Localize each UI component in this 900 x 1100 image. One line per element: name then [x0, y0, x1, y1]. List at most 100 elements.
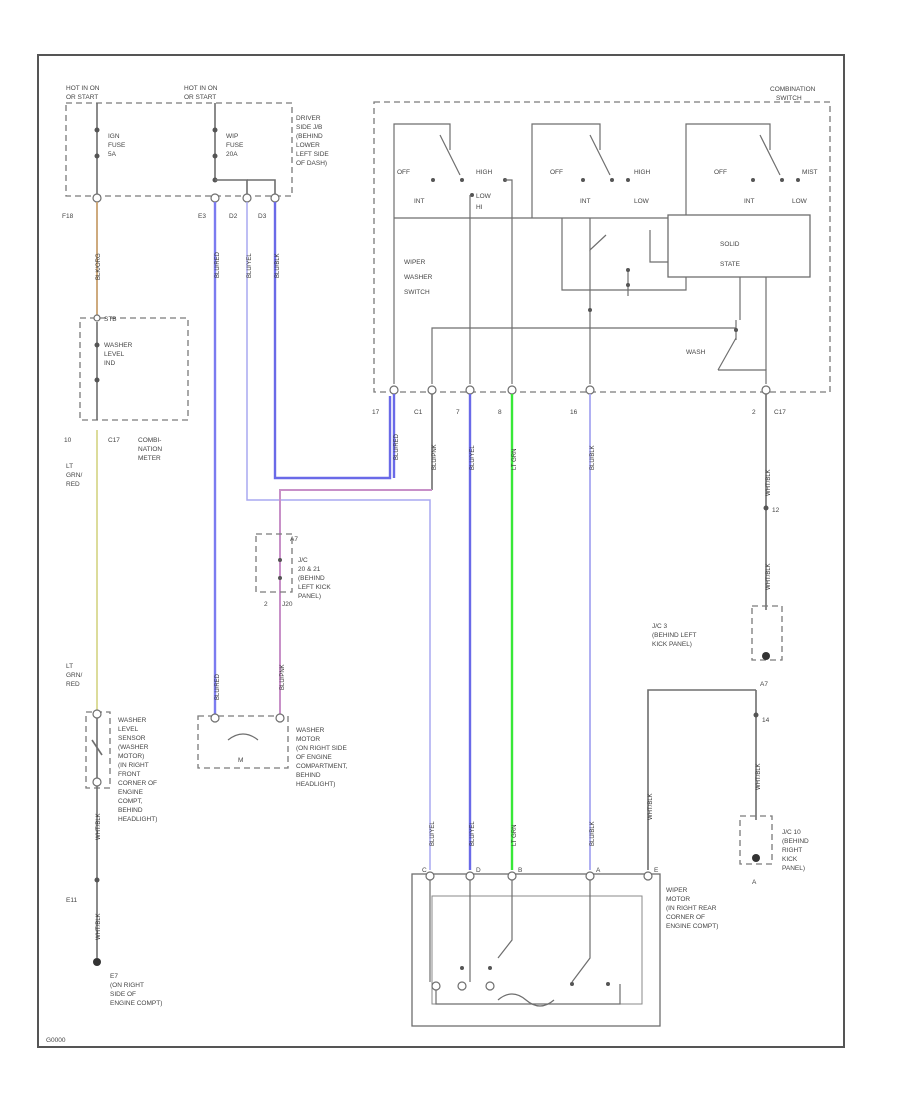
combination-switch-title-0: COMBINATION — [770, 86, 816, 93]
diagram-frame — [37, 54, 845, 1048]
washer-return — [718, 369, 767, 384]
c17-wire-label: WHT/BLK — [766, 469, 772, 496]
relay-dot-3 — [626, 283, 630, 287]
pin-e3-label: E3 — [198, 213, 206, 220]
pin16-wire-label: BLU/BLK — [590, 445, 596, 470]
hot-label-1a: HOT IN ON — [66, 85, 100, 92]
jc10-pin-a7: A7 — [760, 681, 768, 688]
washer-motor-label-2: (ON RIGHT SIDE — [296, 745, 347, 752]
sw1-off-dot — [431, 178, 435, 182]
wiper-term-1 — [431, 981, 441, 991]
pin-e3 — [210, 193, 220, 203]
sw3-low: LOW — [792, 198, 808, 205]
meter-label-2: IND — [104, 360, 116, 367]
jc-name-1: 20 & 21 — [298, 566, 321, 573]
wire-label2-1: GRN/ — [66, 672, 82, 679]
wire-label2-2: RED — [66, 681, 80, 688]
level-sensor-label-5: (IN RIGHT — [118, 762, 149, 769]
combination-switch-title-1: SWITCH — [776, 95, 802, 102]
sw1-int-dot — [460, 178, 464, 182]
meter-pin-label: STB — [104, 316, 117, 323]
level-sensor-label-4: MOTOR) — [118, 753, 144, 760]
junction-connector-10: A7 WHT/BLK 14 WHT/BLK J/C 10 (BEHIND RIG… — [647, 681, 809, 886]
d2-wire-label-lower: BLU/YEL — [430, 821, 436, 846]
jc3-name-0: J/C 3 — [652, 623, 668, 630]
pin-f18 — [92, 193, 102, 203]
sw2-int: INT — [580, 198, 591, 205]
wiper-term-3 — [485, 981, 495, 991]
motor-ground-wire-label: WHT/BLK — [648, 793, 654, 820]
pin8-wire-label: LT GRN — [512, 449, 518, 470]
sw1-frame — [393, 123, 451, 218]
jc10-name-2: RIGHT — [782, 847, 802, 854]
sw3-frame — [685, 123, 771, 218]
jc10-pin14-dot — [753, 712, 759, 718]
sw3-contact — [759, 134, 781, 176]
level-sensor-label-9: COMPT, — [118, 798, 143, 805]
motor-ground-wire — [647, 689, 756, 870]
e3-wire-label-lower: BLU/RED — [215, 673, 221, 700]
wiper-motor: WIPER MOTOR (IN RIGHT REAR CORNER OF ENG… — [411, 867, 718, 1027]
d2-wire — [246, 202, 431, 870]
jc3-ground-icon — [762, 652, 770, 660]
sw2-off: OFF — [550, 169, 563, 176]
washer-motor-outline — [197, 715, 289, 769]
jc3-name-1: (BEHIND LEFT — [652, 632, 696, 639]
sw1-contact — [439, 134, 461, 176]
wire-label2-0: LT — [66, 663, 73, 670]
wiper-dot-2 — [488, 966, 492, 970]
e11-label: E11 — [66, 897, 77, 904]
jc-dot-2 — [278, 576, 282, 580]
e11-dot — [94, 877, 100, 883]
d2-branch — [215, 179, 248, 196]
washer-motor-label-4: COMPARTMENT, — [296, 763, 348, 770]
solid-state-label-0: SOLID — [720, 241, 740, 248]
jc-pin-j20: J20 — [282, 601, 293, 608]
wiper-dot-4 — [606, 982, 610, 986]
hot-label-2a: HOT IN ON — [184, 85, 218, 92]
d2-wire-label: BLU/YEL — [247, 253, 253, 278]
wiper-washer-label-0: WIPER — [404, 259, 426, 266]
switch-pin-label-17: 17 — [372, 409, 380, 416]
switch-pin-16 — [585, 385, 595, 395]
sw2-frame — [531, 123, 601, 218]
relay-switch — [589, 218, 607, 252]
jc10-name-3: KICK — [782, 856, 798, 863]
pink-wire — [279, 489, 432, 716]
sw3-mist-dot — [796, 178, 800, 182]
jc10-ground-icon — [752, 854, 760, 862]
junction-block-outline — [65, 102, 293, 197]
wiper-a-switch — [571, 880, 591, 983]
pin17-wire-label: BLU/RED — [394, 433, 400, 460]
junction-connector-3: J/C 3 (BEHIND LEFT KICK PANEL) — [652, 605, 783, 661]
wiper-pin-e — [643, 871, 653, 881]
meter-pin-out-10: 10 — [64, 437, 72, 444]
footer-code: G0000 — [46, 1037, 66, 1044]
fuse-box-label-5: OF DASH) — [296, 160, 327, 167]
fuse-box-label-1: SIDE J/B — [296, 124, 322, 131]
level-sensor-label-2: SENSOR — [118, 735, 146, 742]
wiper-motor-coil-icon — [497, 993, 555, 1007]
jc-pin-top: A7 — [290, 536, 298, 543]
wiper-pin-c — [425, 871, 435, 881]
wiper-motor-label-4: ENGINE COMPT) — [666, 923, 718, 930]
fuse2-bottom-dot — [212, 153, 218, 159]
ign-circuit: BLK/ORG STB WASHER LEVEL IND 10 C17 COMB… — [64, 202, 189, 712]
level-sensor-contact — [91, 739, 103, 756]
washer-motor-m: M — [238, 757, 243, 764]
fuse2-label-2: 20A — [226, 151, 238, 158]
solid-state-label-1: STATE — [720, 261, 741, 268]
switch-pin-2 — [761, 385, 771, 395]
switch-pin-7 — [465, 385, 475, 395]
switch-pin-8 — [507, 385, 517, 395]
switch-pin8-line — [505, 179, 513, 384]
d3-wire-label: BLU/BLK — [275, 253, 281, 278]
level-sensor-label-10: BEHIND — [118, 807, 143, 814]
jc3-outline — [751, 605, 783, 661]
wire-label1-1: GRN/ — [66, 472, 82, 479]
relay-dot-2 — [626, 268, 630, 272]
ground-wire-label: WHT/BLK — [96, 913, 102, 940]
pin-d3-label: D3 — [258, 213, 267, 220]
fuse2-label-0: WIP — [226, 133, 238, 140]
